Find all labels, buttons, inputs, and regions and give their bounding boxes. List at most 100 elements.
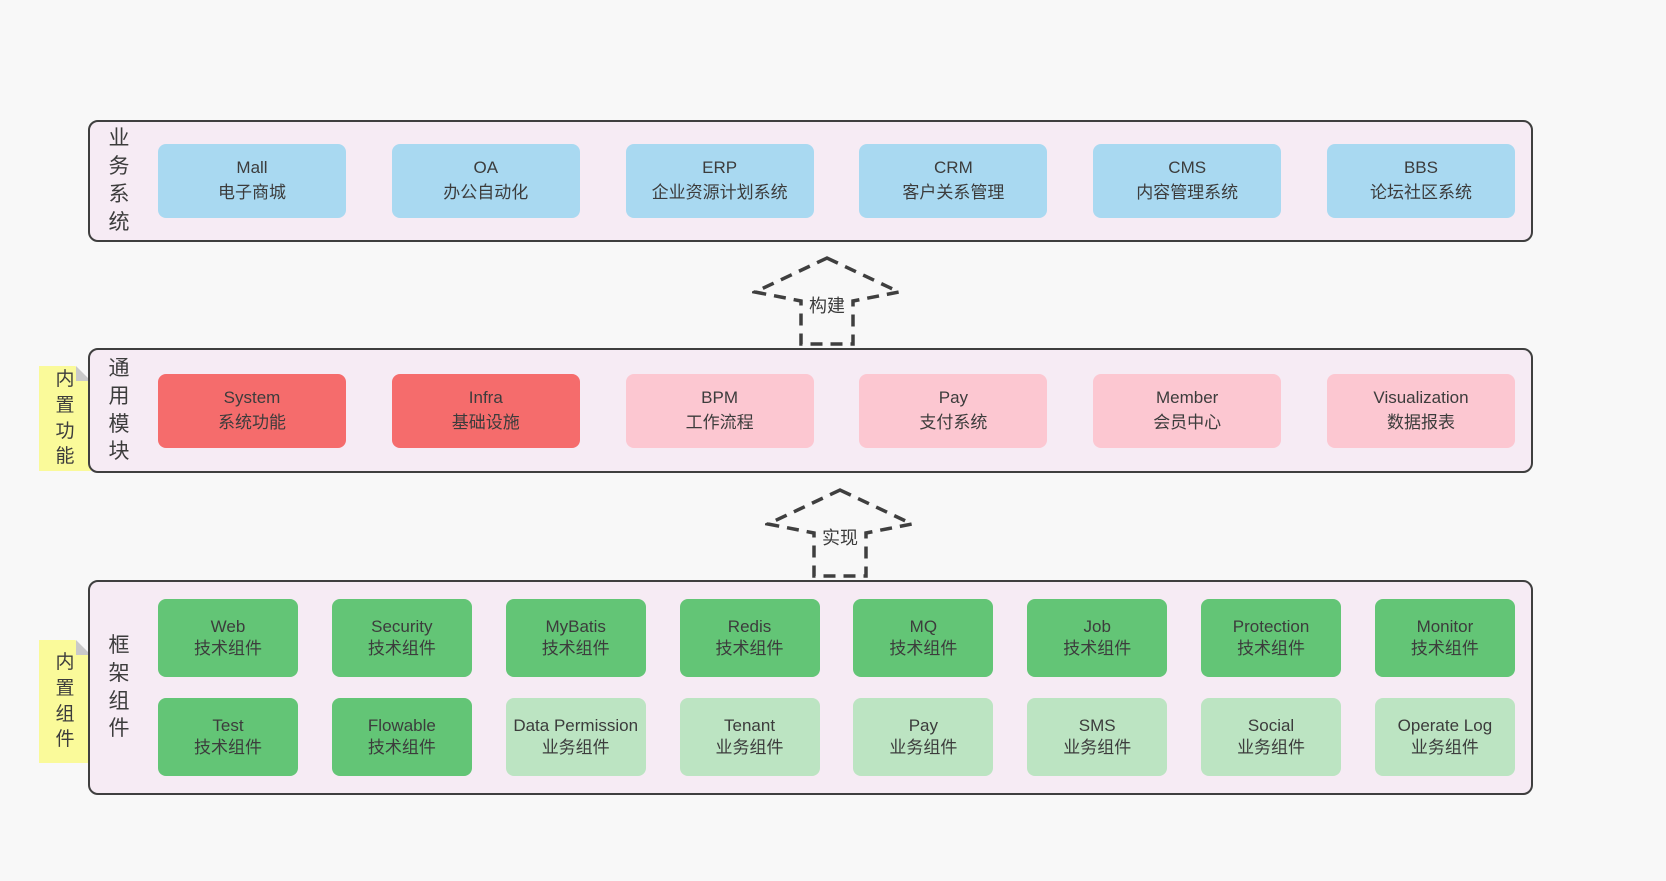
box-title: SMS: [1078, 715, 1116, 735]
box-security: Security 技术组件: [331, 599, 472, 677]
components-rows: Web 技术组件 Security 技术组件 MyBatis 技术组件 Redi…: [140, 582, 1531, 793]
box-subtitle: 业务组件: [541, 738, 610, 757]
box-social: Social 业务组件: [1201, 698, 1342, 776]
box-cms: CMS 内容管理系统: [1093, 144, 1282, 218]
box-title: CRM: [934, 158, 973, 178]
box-visualization: Visualization 数据报表: [1326, 373, 1515, 448]
box-subtitle: 技术组件: [541, 639, 610, 658]
layer-common-modules: 通用模块 System 系统功能 Infra 基础设施 BPM 工作流程 Pay…: [88, 348, 1533, 473]
business-boxes-row: Mall 电子商城 OA 办公自动化 ERP 企业资源计划系统 CRM 客户关系…: [140, 122, 1531, 240]
arrow-label: 实现: [820, 524, 860, 550]
box-operate-log: Operate Log 业务组件: [1374, 698, 1515, 776]
box-title: Visualization: [1373, 387, 1469, 407]
note-text: 内置功能: [55, 369, 75, 468]
up-arrow-icon: [752, 256, 902, 346]
box-subtitle: 技术组件: [715, 639, 784, 658]
note-text: 内置组件: [55, 652, 75, 751]
box-title: Operate Log: [1397, 715, 1493, 735]
box-title: Data Permission: [513, 715, 639, 735]
box-oa: OA 办公自动化: [391, 144, 580, 218]
box-flowable: Flowable 技术组件: [331, 698, 472, 776]
box-title: Social: [1247, 715, 1295, 735]
box-title: ERP: [702, 158, 738, 178]
layer-label: 框架组件: [108, 633, 130, 741]
box-title: Redis: [727, 616, 772, 636]
box-subtitle: 电子商城: [218, 183, 286, 202]
box-subtitle: 业务组件: [1410, 738, 1479, 757]
sticky-note-built-in-functions: 内置功能: [39, 366, 91, 471]
box-pay-component: Pay 业务组件: [853, 698, 994, 776]
layer-label-column: 通用模块: [90, 350, 140, 471]
box-subtitle: 技术组件: [194, 639, 262, 658]
box-crm: CRM 客户关系管理: [859, 144, 1048, 218]
box-subtitle: 会员中心: [1153, 412, 1222, 432]
box-subtitle: 技术组件: [1410, 639, 1479, 658]
box-subtitle: 技术组件: [367, 738, 436, 757]
box-subtitle: 技术组件: [889, 639, 958, 658]
box-title: BPM: [701, 387, 739, 407]
box-tenant: Tenant 业务组件: [679, 698, 820, 776]
box-title: MyBatis: [545, 616, 606, 636]
box-redis: Redis 技术组件: [679, 599, 820, 677]
components-row-2: Test 技术组件 Flowable 技术组件 Data Permission …: [158, 698, 1515, 776]
box-sms: SMS 业务组件: [1027, 698, 1168, 776]
layer-framework-components: 框架组件 Web 技术组件 Security 技术组件 MyBatis 技术组件…: [88, 580, 1533, 795]
box-mq: MQ 技术组件: [853, 599, 994, 677]
box-subtitle: 办公自动化: [443, 183, 529, 202]
box-subtitle: 技术组件: [194, 738, 262, 757]
box-subtitle: 工作流程: [685, 412, 754, 432]
box-subtitle: 技术组件: [1237, 639, 1306, 658]
box-mybatis: MyBatis 技术组件: [505, 599, 646, 677]
box-title: Infra: [468, 387, 503, 407]
box-subtitle: 企业资源计划系统: [651, 183, 788, 202]
box-title: Monitor: [1416, 616, 1474, 636]
box-title: Pay: [938, 387, 969, 407]
box-title: Flowable: [367, 715, 436, 735]
modules-boxes-row: System 系统功能 Infra 基础设施 BPM 工作流程 Pay 支付系统…: [140, 350, 1531, 471]
box-title: OA: [473, 158, 499, 178]
box-title: System: [223, 387, 281, 407]
box-subtitle: 系统功能: [218, 412, 286, 432]
box-title: Mall: [236, 158, 268, 178]
box-subtitle: 业务组件: [715, 738, 784, 757]
box-title: Tenant: [724, 715, 776, 735]
box-title: Member: [1156, 387, 1219, 407]
arrow-build-up: 构建: [752, 255, 902, 347]
box-protection: Protection 技术组件: [1201, 599, 1342, 677]
box-title: CMS: [1168, 158, 1207, 178]
box-subtitle: 数据报表: [1386, 412, 1455, 432]
arrow-label: 构建: [807, 292, 847, 318]
components-row-1: Web 技术组件 Security 技术组件 MyBatis 技术组件 Redi…: [158, 599, 1515, 677]
layer-label: 业务系统: [108, 127, 130, 234]
box-subtitle: 支付系统: [919, 412, 988, 432]
box-subtitle: 客户关系管理: [902, 183, 1005, 202]
box-title: Protection: [1232, 616, 1310, 636]
box-title: Web: [210, 616, 246, 636]
layer-business-systems: 业务系统 Mall 电子商城 OA 办公自动化 ERP 企业资源计划系统 CRM…: [88, 120, 1533, 242]
box-title: Job: [1083, 616, 1111, 636]
layer-label-column: 业务系统: [90, 122, 140, 240]
box-subtitle: 基础设施: [451, 412, 520, 432]
box-monitor: Monitor 技术组件: [1374, 599, 1515, 677]
box-pay-module: Pay 支付系统: [859, 373, 1048, 448]
box-system: System 系统功能: [158, 373, 346, 448]
box-bpm: BPM 工作流程: [625, 373, 814, 448]
box-erp: ERP 企业资源计划系统: [625, 144, 814, 218]
box-mall: Mall 电子商城: [158, 144, 346, 218]
sticky-note-built-in-components: 内置组件: [39, 640, 91, 763]
box-title: Pay: [908, 715, 939, 735]
box-web: Web 技术组件: [158, 599, 298, 677]
box-subtitle: 业务组件: [889, 738, 958, 757]
box-subtitle: 技术组件: [1063, 639, 1132, 658]
box-subtitle: 技术组件: [367, 639, 436, 658]
box-subtitle: 业务组件: [1237, 738, 1306, 757]
box-subtitle: 论坛社区系统: [1369, 183, 1472, 202]
box-job: Job 技术组件: [1027, 599, 1168, 677]
box-test: Test 技术组件: [158, 698, 298, 776]
box-title: MQ: [909, 616, 938, 636]
box-bbs: BBS 论坛社区系统: [1326, 144, 1515, 218]
layer-label-column: 框架组件: [90, 582, 140, 793]
box-member: Member 会员中心: [1093, 373, 1282, 448]
box-title: BBS: [1403, 158, 1438, 178]
